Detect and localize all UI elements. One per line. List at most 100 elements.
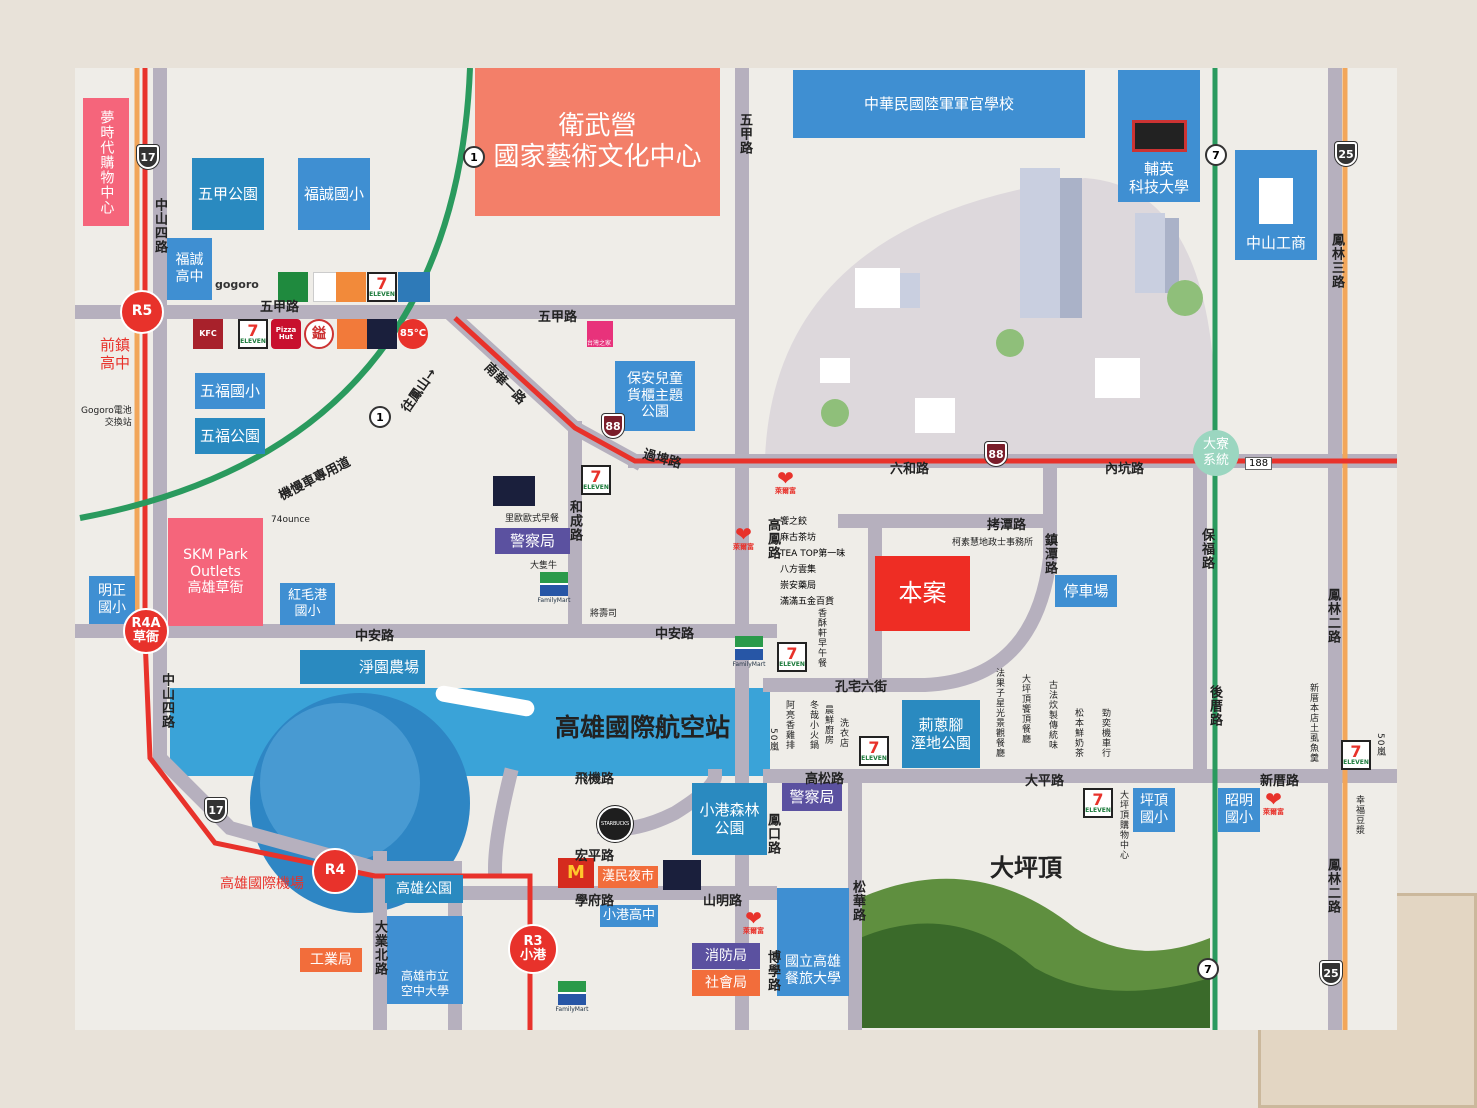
zhaoming-label-1: 昭明 (1225, 793, 1253, 810)
police-station[interactable]: 警察局 (495, 528, 570, 554)
mrt-r3-name: 小港 (519, 948, 546, 963)
xiaogang-forest-label-2: 公園 (714, 819, 745, 837)
familymart-wordmark: FamilyMart (537, 597, 571, 604)
shop-item: 崇安藥局 (780, 581, 817, 591)
road-label: 五甲路 (538, 310, 578, 325)
jingyuan-farm[interactable]: 淨園農場 (300, 650, 425, 684)
baoan-container-park[interactable]: 保安兒童貨櫃主題公園 (615, 361, 695, 431)
shop-chicken: 阿亮香雞排 (784, 700, 794, 750)
seven-eleven-mark: 7 (786, 644, 798, 663)
army-academy-label: 中華民國陸軍軍官學校 (863, 95, 1014, 113)
fucheng-elementary[interactable]: 福誠國小 (298, 158, 370, 230)
shop-fish-soup: 新厝本店土虱魚羹 (1308, 683, 1318, 763)
shop-mall: 大坪頂購物中心 (1118, 790, 1128, 860)
area-map: 衛武營 國家藝術文化中心 中華民國陸軍軍官學校 輔英科技大學 中山工商 夢時代購… (75, 68, 1397, 1030)
police-label: 警察局 (509, 532, 555, 550)
project-site[interactable]: 本案 (875, 556, 970, 631)
zhaoming-label-2: 國小 (1225, 810, 1253, 826)
wufu-park[interactable]: 五福公園 (195, 418, 265, 454)
mrt-station-r4[interactable]: R4 (312, 848, 358, 894)
xiaogang-high-school[interactable]: 小港高中 (600, 905, 658, 927)
fucheng-high-school[interactable]: 福誠高中 (167, 238, 212, 300)
route-17-badge: 17 (137, 145, 159, 169)
xiaogang-high-label: 小港高中 (602, 908, 655, 924)
army-academy[interactable]: 中華民國陸軍軍官學校 (793, 70, 1085, 138)
road-label: 鳳林二路 (1325, 588, 1340, 644)
road-label: 五甲路 (737, 113, 752, 155)
pxmart-logo (493, 476, 535, 506)
familymart-wordmark: FamilyMart (555, 1006, 589, 1013)
qianzhen-high-school[interactable]: 前鎮高中 (100, 336, 130, 372)
heart-icon: ❤ (735, 522, 752, 546)
airport-label[interactable]: 高雄國際航空站 (555, 713, 731, 742)
baoan-label-2: 貨櫃主題 (627, 387, 683, 404)
wujia-park[interactable]: 五甲公園 (192, 158, 264, 230)
hospitality-university[interactable]: 國立高雄餐旅大學 (777, 888, 849, 996)
police-station-2[interactable]: 警察局 (782, 783, 842, 811)
road-label: 高松路 (805, 772, 845, 787)
wetland-park[interactable]: 莿蔥腳溼地公園 (902, 700, 980, 768)
fire-department[interactable]: 消防局 (692, 943, 760, 969)
wuwei-arts-center[interactable]: 衛武營 國家藝術文化中心 (475, 68, 720, 216)
shop-kitchen: 晨鮮廚房 (823, 705, 833, 745)
gogoro-station-label-2: 交換站 (104, 417, 132, 428)
starbucks-wordmark: STARBUCKS (601, 821, 629, 827)
kaohsiung-park[interactable]: 高雄公園 (385, 875, 463, 903)
parking-label: 停車場 (1063, 582, 1109, 600)
hilife-logo: ❤萊爾富 (733, 524, 754, 551)
85c-logo: 85°C (398, 319, 428, 349)
seven-eleven-wordmark: ELEVEN (779, 661, 805, 668)
shop-land-office: 柯素慧地政士事務所 (952, 538, 1034, 548)
route-17-badge: 17 (205, 798, 227, 822)
kaohsiung-park-label: 高雄公園 (396, 880, 452, 897)
shop-motorcycle: 勁奕機車行 (1100, 708, 1110, 758)
building-illustrations (820, 168, 1203, 433)
hilife-wordmark: 萊爾富 (775, 487, 796, 495)
industry-bureau-label: 工業局 (310, 951, 352, 968)
zhaoming-elementary[interactable]: 昭明國小 (1218, 788, 1260, 832)
heart-icon: ❤ (745, 906, 762, 930)
xiaogang-forest-park[interactable]: 小港森林公園 (692, 783, 767, 855)
hilife-logo: ❤萊爾富 (1263, 789, 1284, 816)
road-label: 宏平路 (575, 849, 615, 864)
road-label: 松華路 (850, 880, 865, 922)
hongmaogang-elementary[interactable]: 紅毛港國小 (280, 583, 335, 625)
hanmin-night-market[interactable]: 漢民夜市 (598, 866, 658, 888)
route-88-badge: 88 (602, 414, 624, 438)
wufu-elementary[interactable]: 五福國小 (195, 373, 265, 409)
shop-restaurant: 大坪頂饗頂餐廳 (1020, 674, 1030, 744)
seven-eleven-wordmark: ELEVEN (240, 338, 266, 345)
mrt-station-r5[interactable]: R5 (120, 290, 164, 334)
brand-logo (337, 319, 367, 349)
fooyin-university[interactable]: 輔英科技大學 (1118, 70, 1200, 202)
road-label: 鎮潭路 (1042, 533, 1057, 575)
seven-eleven-wordmark: ELEVEN (861, 755, 887, 762)
route-25-badge: 25 (1335, 142, 1357, 166)
skm-label-3: 高雄草衙 (187, 580, 244, 597)
open-university[interactable]: 高雄市立空中大學 (387, 916, 463, 1004)
hongmaogang-label-2: 國小 (294, 604, 321, 619)
parking-lot[interactable]: 停車場 (1055, 575, 1117, 607)
open-univ-label-2: 空中大學 (400, 983, 449, 998)
zhongshan-vocational-school[interactable]: 中山工商 (1235, 150, 1317, 260)
social-label: 社會局 (705, 974, 747, 991)
road-label: 中山四路 (159, 673, 174, 729)
hilife-logo: ❤萊爾富 (775, 468, 796, 495)
familymart-wordmark: FamilyMart (732, 661, 766, 668)
mrt-r4a-code: R4A (131, 615, 161, 631)
pizza-hut-logo: Pizza Hut (271, 319, 301, 349)
dream-mall[interactable]: 夢時代購物中心 (83, 98, 129, 226)
daliao-interchange[interactable]: 大寮系統 (1193, 430, 1239, 476)
road-label: 學府路 (575, 894, 615, 909)
industry-bureau[interactable]: 工業局 (300, 948, 362, 972)
route-7-badge: 7 (1205, 144, 1227, 166)
pingding-elementary[interactable]: 坪頂國小 (1133, 788, 1175, 832)
shop-item: 八方雲集 (780, 565, 817, 575)
social-affairs-bureau[interactable]: 社會局 (692, 970, 760, 996)
